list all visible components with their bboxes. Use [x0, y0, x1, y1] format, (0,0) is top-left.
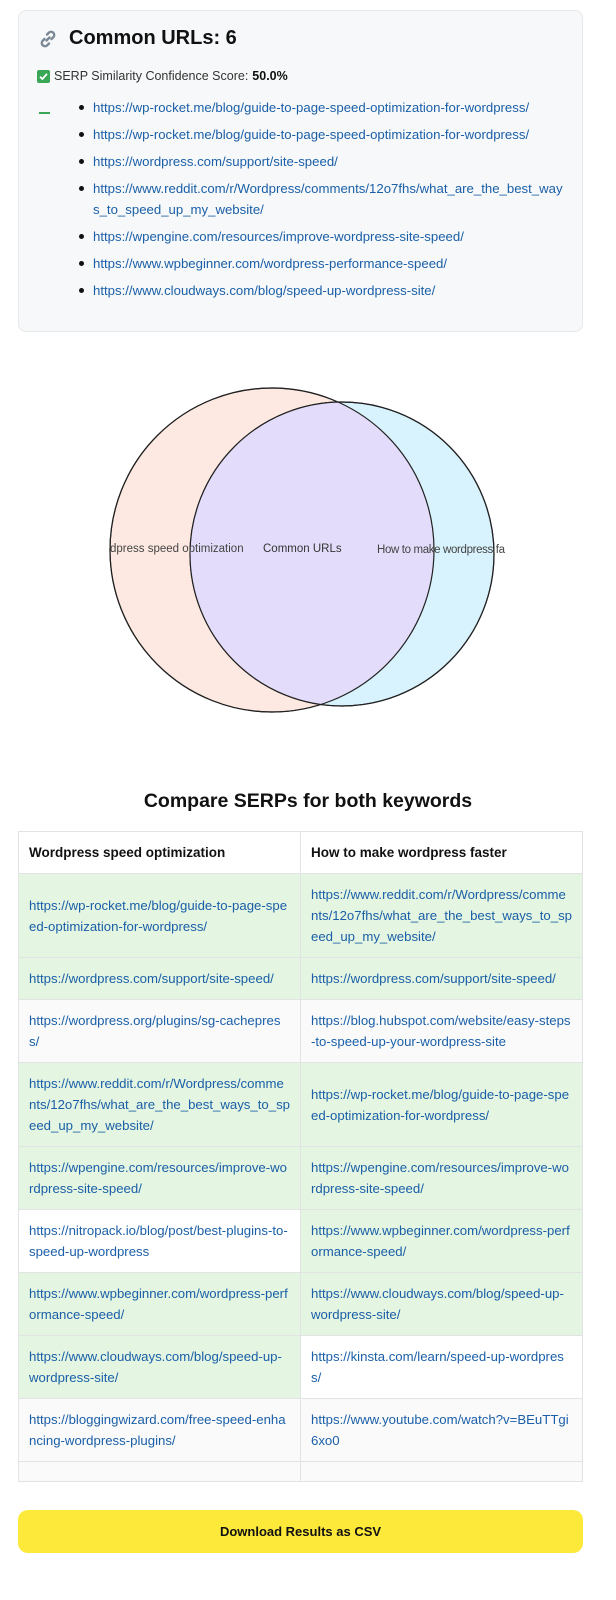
- empty-cell: [18, 1461, 301, 1482]
- table-row-empty: [18, 1461, 583, 1482]
- table-row: https://nitropack.io/blog/post/best-plug…: [18, 1209, 583, 1273]
- similarity-score-label: SERP Similarity Confidence Score:: [54, 69, 249, 83]
- similarity-score: SERP Similarity Confidence Score: 50.0%: [37, 69, 288, 83]
- table-row: https://www.cloudways.com/blog/speed-up-…: [18, 1335, 583, 1399]
- table-row: https://bloggingwizard.com/free-speed-en…: [18, 1398, 583, 1462]
- table-row: https://wpengine.com/resources/improve-w…: [18, 1146, 583, 1210]
- venn-diagram: dpress speed optimization Common URLs Ho…: [109, 387, 506, 713]
- table-row: https://wordpress.com/support/site-speed…: [18, 957, 583, 1000]
- common-url-list: https://wp-rocket.me/blog/guide-to-page-…: [79, 97, 569, 307]
- common-url-link[interactable]: https://www.reddit.com/r/Wordpress/comme…: [79, 178, 569, 220]
- check-icon: [37, 69, 50, 83]
- common-url-link[interactable]: https://wpengine.com/resources/improve-w…: [79, 226, 569, 247]
- serp-url-left[interactable]: https://www.wpbeginner.com/wordpress-per…: [18, 1272, 301, 1336]
- column-header-right: How to make wordpress faster: [300, 831, 583, 874]
- serp-url-left[interactable]: https://www.reddit.com/r/Wordpress/comme…: [18, 1062, 301, 1147]
- serp-url-right[interactable]: https://www.reddit.com/r/Wordpress/comme…: [300, 873, 583, 958]
- serp-table-body: https://wp-rocket.me/blog/guide-to-page-…: [18, 873, 583, 1482]
- compare-title: Compare SERPs for both keywords: [143, 790, 473, 812]
- green-dash-mark: [39, 112, 50, 114]
- common-urls-card: Common URLs: 6 SERP Similarity Confidenc…: [18, 10, 583, 332]
- serp-url-left[interactable]: https://wpengine.com/resources/improve-w…: [18, 1146, 301, 1210]
- serp-url-left[interactable]: https://wordpress.org/plugins/sg-cachepr…: [18, 999, 301, 1063]
- common-url-link[interactable]: https://www.cloudways.com/blog/speed-up-…: [79, 280, 569, 301]
- common-url-link[interactable]: https://www.wpbeginner.com/wordpress-per…: [79, 253, 569, 274]
- serp-compare-table: Wordpress speed optimization How to make…: [18, 831, 583, 1482]
- common-url-link[interactable]: https://wp-rocket.me/blog/guide-to-page-…: [79, 97, 569, 118]
- serp-url-right[interactable]: https://www.wpbeginner.com/wordpress-per…: [300, 1209, 583, 1273]
- serp-url-right[interactable]: https://kinsta.com/learn/speed-up-wordpr…: [300, 1335, 583, 1399]
- table-row: https://wordpress.org/plugins/sg-cachepr…: [18, 999, 583, 1063]
- common-url-link[interactable]: https://wordpress.com/support/site-speed…: [79, 151, 569, 172]
- venn-left-label: dpress speed optimization: [110, 543, 244, 555]
- venn-right-label: How to make wordpress fa: [377, 544, 506, 556]
- link-icon: [37, 28, 61, 50]
- serp-url-right[interactable]: https://wp-rocket.me/blog/guide-to-page-…: [300, 1062, 583, 1147]
- common-urls-title-text: Common URLs: 6: [69, 27, 237, 49]
- venn-center-label: Common URLs: [263, 543, 342, 555]
- serp-url-left[interactable]: https://wordpress.com/support/site-speed…: [18, 957, 301, 1000]
- common-urls-title: Common URLs: 6: [37, 27, 237, 50]
- serp-url-right[interactable]: https://blog.hubspot.com/website/easy-st…: [300, 999, 583, 1063]
- common-url-link[interactable]: https://wp-rocket.me/blog/guide-to-page-…: [79, 124, 569, 145]
- serp-url-right[interactable]: https://wpengine.com/resources/improve-w…: [300, 1146, 583, 1210]
- serp-url-left[interactable]: https://www.cloudways.com/blog/speed-up-…: [18, 1335, 301, 1399]
- serp-url-right[interactable]: https://www.youtube.com/watch?v=BEuTTgi6…: [300, 1398, 583, 1462]
- table-row: https://www.wpbeginner.com/wordpress-per…: [18, 1272, 583, 1336]
- serp-url-left[interactable]: https://nitropack.io/blog/post/best-plug…: [18, 1209, 301, 1273]
- table-header-row: Wordpress speed optimization How to make…: [18, 831, 583, 874]
- similarity-score-value: 50.0%: [252, 69, 288, 83]
- download-csv-button[interactable]: Download Results as CSV: [18, 1510, 583, 1553]
- table-row: https://wp-rocket.me/blog/guide-to-page-…: [18, 873, 583, 958]
- empty-cell: [300, 1461, 583, 1482]
- serp-url-left[interactable]: https://bloggingwizard.com/free-speed-en…: [18, 1398, 301, 1462]
- serp-url-right[interactable]: https://www.cloudways.com/blog/speed-up-…: [300, 1272, 583, 1336]
- serp-url-left[interactable]: https://wp-rocket.me/blog/guide-to-page-…: [18, 873, 301, 958]
- serp-url-right[interactable]: https://wordpress.com/support/site-speed…: [300, 957, 583, 1000]
- table-row: https://www.reddit.com/r/Wordpress/comme…: [18, 1062, 583, 1147]
- column-header-left: Wordpress speed optimization: [18, 831, 301, 874]
